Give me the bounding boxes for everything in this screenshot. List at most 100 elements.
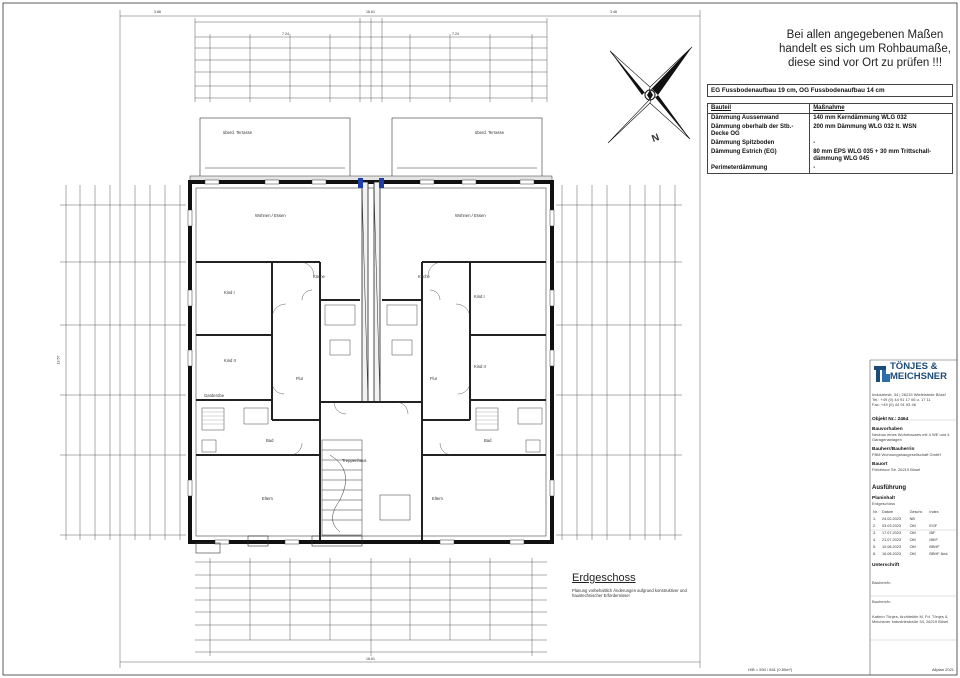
rev-cell: 10.08.2023	[882, 545, 902, 549]
rev-cell: EGF	[929, 524, 938, 528]
dim-top-right: 3.46	[610, 10, 617, 14]
floor-note: Planung vorbehaltlich Änderungen aufgrun…	[572, 588, 687, 598]
room-garderobe: Garderobe	[204, 393, 225, 398]
right-dimension-lines	[561, 185, 676, 540]
client-text: FBM Wohnungsbaugesellschaft GmbH	[872, 452, 942, 457]
site-label: Bauort	[872, 462, 888, 467]
site-text: Fieldmoor Str. 26219 Bösel	[872, 467, 921, 472]
signature-label: Unterschrift	[872, 563, 900, 568]
rev-cell: BBHF Änd.	[929, 552, 949, 556]
signature-line-2: Bauherr/in	[872, 599, 891, 604]
rev-cell: 03.03.2023	[882, 524, 902, 528]
rev-cell: OM	[909, 531, 916, 535]
rev-cell: 17.07.2023	[882, 531, 902, 535]
rev-cell: OM	[909, 524, 916, 528]
rev-cell: 4.	[873, 538, 877, 542]
rev-cell: IBF	[929, 531, 936, 535]
spec-part: Dämmung Estrich (EG)	[706, 148, 811, 164]
rev-cell: 24.02.2023	[882, 517, 902, 521]
rev-cell: OM	[909, 552, 916, 556]
outer-walls	[188, 180, 554, 544]
floor-build-up-title: EG Fussbodenaufbau 19 cm, OG Fussbodenau…	[707, 84, 953, 97]
room-kueche-right: Küche	[418, 274, 430, 279]
dim-top-total: 16.61	[366, 10, 375, 14]
room-kind2-right: Kind II	[474, 364, 486, 369]
spec-measure: -	[809, 164, 953, 174]
rev-header: Nr.	[873, 510, 878, 514]
company-tel: Tel.: +49 (0) 44 91 17 06 u. 17 11	[872, 397, 931, 402]
rev-cell: OM	[909, 545, 916, 549]
architect-footer: Kathrin Tönjes, Architektin M. Fd. Tönje…	[872, 614, 949, 624]
spec-measure: 140 mm Kerndämmung WLG 032	[809, 113, 953, 123]
company-name: TÖNJES & MEICHSNER	[890, 361, 948, 382]
spec-measure: -	[809, 139, 953, 148]
room-terrasse-left: überd. Terrasse	[223, 130, 253, 135]
room-treppenhaus: Treppenhaus	[342, 458, 367, 463]
rev-cell: OM	[909, 538, 916, 542]
rev-cell: 6.	[873, 552, 877, 556]
sheet-scale: H/B = 594 / 841 (0.50m²)	[748, 667, 793, 672]
room-kueche-left: Küche	[313, 274, 325, 279]
rev-cell: IBKF	[929, 538, 938, 542]
downpipe-marker	[358, 178, 363, 188]
project-label: Bauvorhaben	[872, 427, 903, 432]
room-eltern-right: Eltern	[432, 496, 443, 501]
client-label: Bauherr/Bauherrin	[872, 447, 915, 452]
phase-label: Ausführung	[872, 485, 906, 491]
left-dimension-lines	[65, 185, 181, 540]
rev-cell: 16.08.2023	[882, 552, 902, 556]
dim-half-right: 7.24	[452, 32, 459, 36]
insulation-spec-table: EG Fussbodenaufbau 19 cm, OG Fussbodenau…	[706, 84, 953, 174]
title-block: TÖNJES & MEICHSNER Industriestr. 34 | 26…	[872, 362, 958, 662]
bathroom-fixtures	[201, 304, 543, 453]
floor-title-block: Erdgeschoss Planung vorbehaltlich Änderu…	[572, 572, 692, 598]
dim-top-left: 3.86	[154, 10, 161, 14]
object-number: Objekt Nr.: 2464	[872, 417, 909, 422]
rev-cell: 21.07.2023	[882, 538, 902, 542]
room-flur-left: Flur	[296, 376, 304, 381]
room-bad-right: Bad	[484, 438, 492, 443]
terraces	[199, 117, 543, 179]
plan-text: Erdgeschoss	[872, 501, 896, 506]
interior-walls	[196, 261, 546, 540]
project-text: Neubau eines Wohnhauses mit 4 WE und 4 G…	[872, 432, 950, 442]
spec-measure: 80 mm EPS WLG 035 + 30 mm Trittschall-dä…	[809, 148, 953, 164]
spec-part: Dämmung Aussenwand	[706, 113, 811, 123]
company-logo-mark	[874, 366, 890, 382]
rev-cell: BBHF	[929, 545, 940, 549]
room-terrasse-right: überd. Terrasse	[475, 130, 505, 135]
dim-bottom-total: 16.61	[366, 657, 375, 661]
compass-rose	[607, 46, 693, 144]
signature-line-1: Bauherr/in	[872, 580, 891, 585]
rev-cell: 3.	[873, 531, 877, 535]
rev-cell: 1.	[873, 517, 877, 521]
rev-cell: 2.	[873, 524, 877, 528]
room-wohnen-right: Wohnen / Essen	[455, 213, 486, 218]
room-flur-right: Flur	[430, 376, 438, 381]
sheet-software: Allplan 2021	[932, 667, 955, 672]
top-dimension-ticks	[194, 18, 548, 102]
downpipe-marker	[379, 178, 384, 188]
spec-col-bauteil: Bauteil	[706, 103, 811, 114]
company-fax: Fax: +49 (0) 44 91 93 46	[872, 402, 916, 407]
windows	[187, 179, 555, 545]
room-wohnen-left: Wohnen / Essen	[255, 213, 286, 218]
dim-side-total: 13.57	[56, 355, 61, 365]
spec-part: Dämmung Spitzboden	[706, 139, 811, 148]
rohbau-note: Bei allen angegebenen Maßen handelt es s…	[779, 29, 951, 69]
rev-header: Geschr.	[909, 510, 923, 514]
room-kind2-left: Kind II	[224, 358, 236, 363]
room-eltern-left: Eltern	[262, 496, 273, 501]
room-bad-left: Bad	[266, 438, 274, 443]
company-address: Industriestr. 34 | 26215 Wiefelstede Bös…	[872, 392, 946, 397]
rev-cell: NB	[909, 517, 915, 521]
rev-cell	[928, 516, 956, 523]
spec-measure: 200 mm Dämmung WLG 032 lt. WSN	[809, 123, 953, 139]
rev-header: Datum	[882, 510, 894, 514]
staircase	[321, 439, 411, 536]
spec-col-massnahme: Maßnahme	[809, 103, 953, 114]
